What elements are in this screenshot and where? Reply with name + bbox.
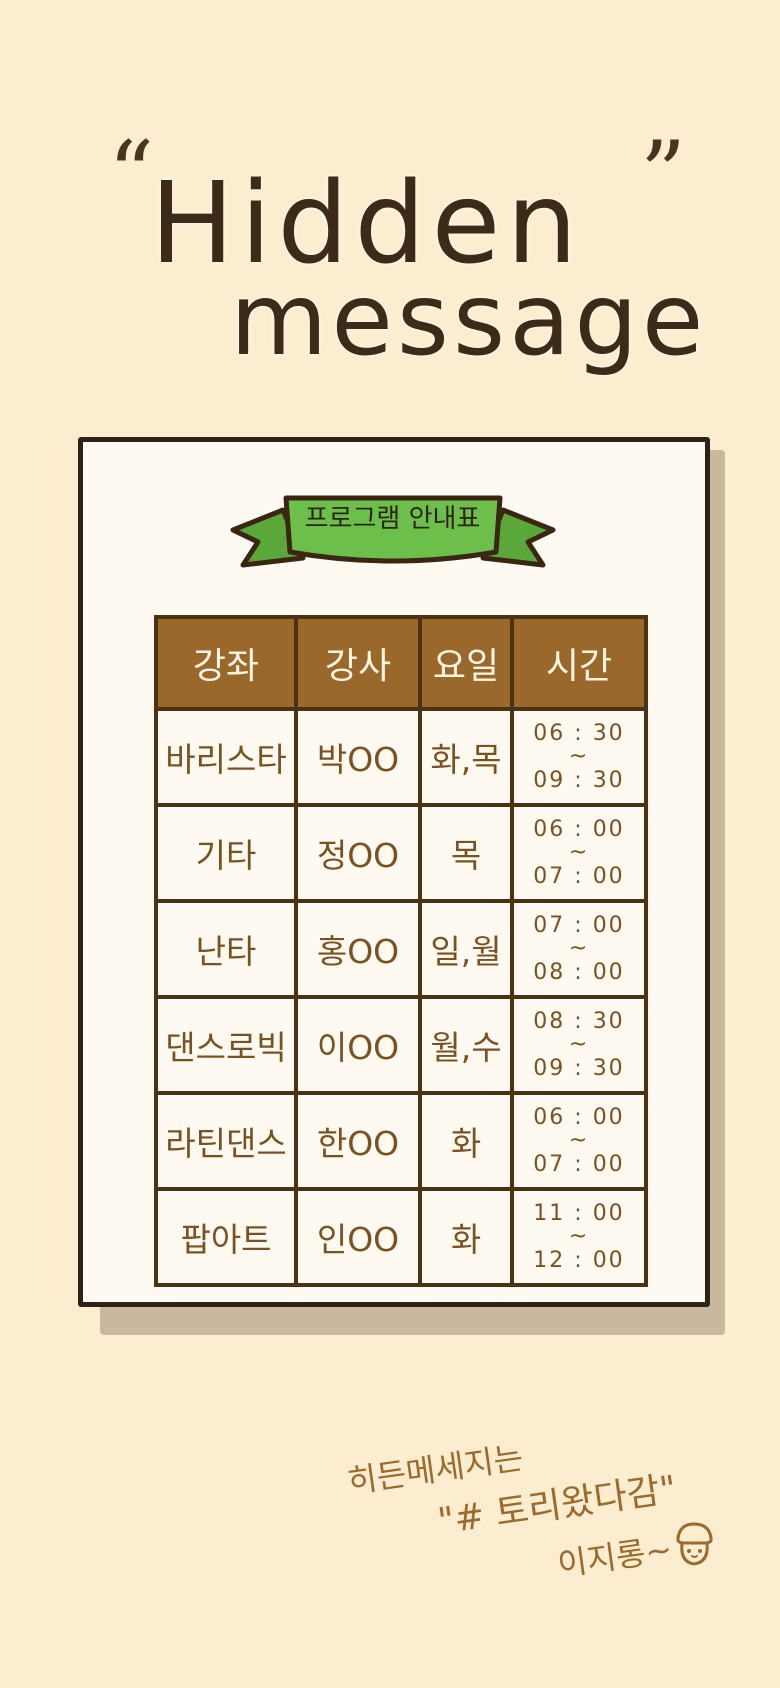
time-end: 12 : 00 — [533, 1247, 625, 1273]
ribbon-banner-icon — [230, 495, 556, 568]
cell-day: 일,월 — [418, 899, 514, 999]
time-start: 06 : 00 — [533, 817, 625, 843]
table-header-row: 강좌 강사 요일 시간 — [154, 615, 648, 711]
cell-day: 화 — [418, 1187, 514, 1287]
title-area: “ ” Hidden message — [0, 130, 780, 390]
table-row: 바리스타 박OO 화,목 06 : 30 ~ 09 : 30 — [154, 707, 648, 807]
cell-day: 월,수 — [418, 995, 514, 1095]
table-row: 라틴댄스 한OO 화 06 : 00 ~ 07 : 00 — [154, 1091, 648, 1191]
header-course: 강좌 — [154, 615, 298, 711]
cell-time: 06 : 30 ~ 09 : 30 — [510, 707, 648, 807]
note-line-3: 이지롱~ — [555, 1529, 675, 1584]
cell-day: 화,목 — [418, 707, 514, 807]
table-row: 댄스로빅 이OO 월,수 08 : 30 ~ 09 : 30 — [154, 995, 648, 1095]
cell-time: 08 : 30 ~ 09 : 30 — [510, 995, 648, 1095]
time-separator: ~ — [568, 936, 590, 962]
time-end: 07 : 00 — [533, 863, 625, 889]
time-separator: ~ — [568, 1224, 590, 1250]
cell-day: 목 — [418, 803, 514, 903]
header-time: 시간 — [510, 615, 648, 711]
open-quote: “ — [108, 122, 155, 227]
cell-teacher: 한OO — [294, 1091, 422, 1191]
cell-time: 07 : 00 ~ 08 : 00 — [510, 899, 648, 999]
time-start: 06 : 30 — [533, 721, 625, 747]
time-separator: ~ — [568, 1128, 590, 1154]
time-end: 09 : 30 — [533, 767, 625, 793]
acorn-mascot-icon — [676, 1522, 713, 1566]
time-end: 08 : 00 — [533, 959, 625, 985]
time-start: 11 : 00 — [533, 1201, 625, 1227]
cell-course: 댄스로빅 — [154, 995, 298, 1095]
cell-teacher: 홍OO — [294, 899, 422, 999]
cell-course: 바리스타 — [154, 707, 298, 807]
banner-label: 프로그램 안내표 — [304, 504, 481, 534]
title-line-2: message — [230, 261, 708, 378]
title-line-1: Hidden — [150, 159, 584, 289]
table-row: 기타 정OO 목 06 : 00 ~ 07 : 00 — [154, 803, 648, 903]
time-start: 08 : 30 — [533, 1009, 625, 1035]
time-end: 07 : 00 — [533, 1151, 625, 1177]
time-separator: ~ — [568, 1032, 590, 1058]
cell-course: 난타 — [154, 899, 298, 999]
cell-day: 화 — [418, 1091, 514, 1191]
cell-teacher: 이OO — [294, 995, 422, 1095]
table-row: 팝아트 인OO 화 11 : 00 ~ 12 : 00 — [154, 1187, 648, 1287]
time-end: 09 : 30 — [533, 1055, 625, 1081]
schedule-table: 강좌 강사 요일 시간 바리스타 박OO 화,목 06 : 30 ~ 09 : … — [154, 615, 648, 1287]
cell-teacher: 인OO — [294, 1187, 422, 1287]
cell-course: 라틴댄스 — [154, 1091, 298, 1191]
cell-teacher: 정OO — [294, 803, 422, 903]
time-start: 07 : 00 — [533, 913, 625, 939]
cell-teacher: 박OO — [294, 707, 422, 807]
time-separator: ~ — [568, 840, 590, 866]
cell-course: 팝아트 — [154, 1187, 298, 1287]
cell-course: 기타 — [154, 803, 298, 903]
cell-time: 06 : 00 ~ 07 : 00 — [510, 803, 648, 903]
time-separator: ~ — [568, 744, 590, 770]
cell-time: 11 : 00 ~ 12 : 00 — [510, 1187, 648, 1287]
close-quote: ” — [640, 122, 687, 227]
time-start: 06 : 00 — [533, 1105, 625, 1131]
table-row: 난타 홍OO 일,월 07 : 00 ~ 08 : 00 — [154, 899, 648, 999]
header-teacher: 강사 — [294, 615, 422, 711]
cell-time: 06 : 00 ~ 07 : 00 — [510, 1091, 648, 1191]
header-day: 요일 — [418, 615, 514, 711]
